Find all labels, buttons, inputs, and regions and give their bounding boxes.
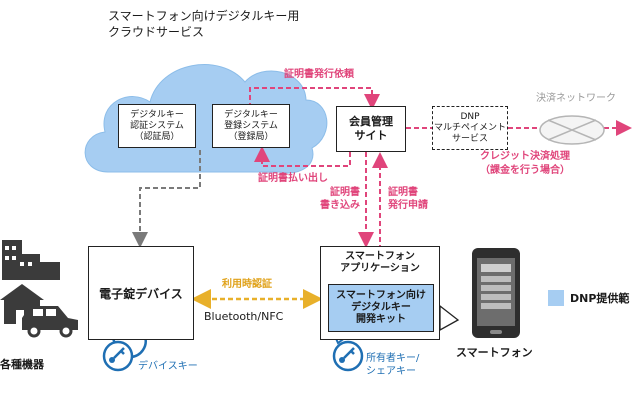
car-icon bbox=[22, 306, 78, 338]
credit-note-label: （課金を行う場合） bbox=[480, 165, 570, 176]
smartphone-label: スマートフォン bbox=[456, 346, 533, 359]
usage-auth-label: 利用時認証 bbox=[222, 279, 272, 290]
owner-key-label-1: 所有者キー/ bbox=[366, 353, 420, 364]
device-key-label: デバイスキー bbox=[138, 361, 198, 372]
smartphone-icon bbox=[472, 248, 520, 338]
dnp-multipayment-label: DNP マルチペイメント サービス bbox=[433, 111, 506, 144]
sp-kit-label: スマートフォン向け デジタルキー 開発キット bbox=[336, 290, 426, 325]
payment-network-icon bbox=[539, 115, 605, 145]
sp-kit-box: スマートフォン向け デジタルキー 開発キット bbox=[328, 284, 434, 332]
building-icon bbox=[2, 240, 60, 280]
owner-key-label-2: シェアキー bbox=[366, 366, 416, 377]
lock-device-label: 電子錠デバイス bbox=[99, 286, 183, 301]
cloud-title-line2: クラウドサービス bbox=[108, 25, 205, 39]
callout-tail bbox=[439, 304, 460, 332]
arrow-cert-request bbox=[249, 87, 380, 110]
sp-app-label: スマートフォン アプリケーション bbox=[340, 251, 420, 274]
cert-write-label: 証明書 書き込み bbox=[320, 187, 360, 211]
cloud-title-line1: スマートフォン向けデジタルキー用 bbox=[108, 9, 300, 23]
credit-processing-label: クレジット決済処理 bbox=[480, 151, 570, 162]
devices-label: 各種機器 bbox=[0, 358, 44, 371]
cert-request-label: 証明書発行依頼 bbox=[284, 69, 354, 80]
arrow-cloud-to-lock bbox=[132, 150, 201, 248]
arrow-cert-payout bbox=[254, 146, 351, 167]
cert-payout-label: 証明書払い出し bbox=[258, 173, 328, 184]
auth-system-box: デジタルキー 認証システム （認証局） bbox=[118, 104, 196, 148]
member-site-box: 会員管理 サイト bbox=[336, 106, 406, 152]
member-site-label: 会員管理 サイト bbox=[349, 115, 393, 142]
reg-system-label: デジタルキー 登録システム （登録局） bbox=[224, 109, 278, 142]
legend-label: DNP提供範 bbox=[570, 292, 630, 305]
cert-apply-label: 証明書 発行申請 bbox=[388, 187, 428, 211]
auth-system-label: デジタルキー 認証システム （認証局） bbox=[130, 109, 184, 142]
bluetooth-nfc-label: Bluetooth/NFC bbox=[204, 310, 284, 323]
lock-device-box: 電子錠デバイス bbox=[88, 246, 194, 340]
payment-network-label: 決済ネットワーク bbox=[536, 93, 616, 104]
dnp-multipayment-box: DNP マルチペイメント サービス bbox=[432, 106, 508, 150]
legend-swatch bbox=[548, 290, 564, 306]
reg-system-box: デジタルキー 登録システム （登録局） bbox=[212, 104, 290, 148]
